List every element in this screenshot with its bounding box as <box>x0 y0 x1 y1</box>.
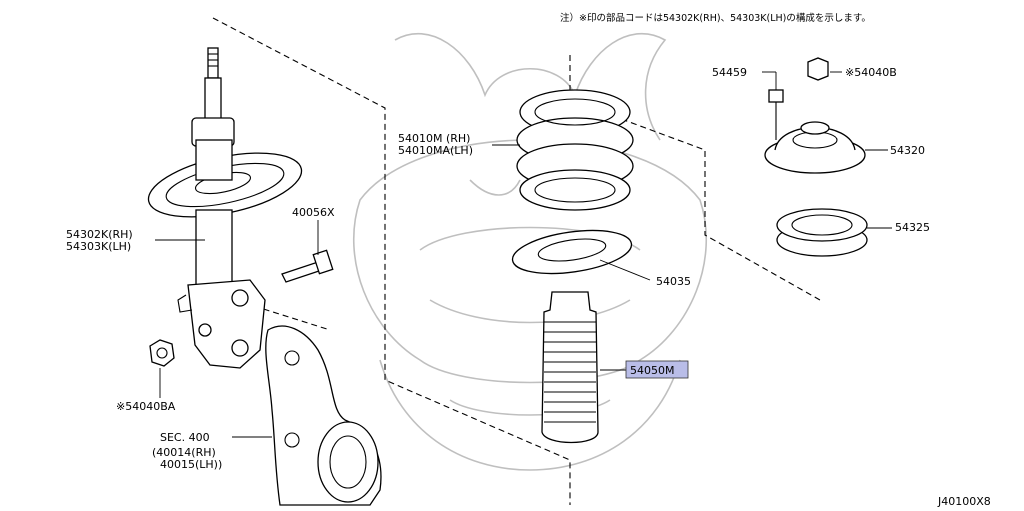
dust-boot <box>541 291 599 444</box>
boot-highlight-box <box>625 360 689 379</box>
label-spring-rh: 54010M (RH) <box>398 132 470 145</box>
leader-lines <box>155 71 892 438</box>
nut-54040ba <box>149 339 175 367</box>
label-seat: 54035 <box>656 275 691 288</box>
label-spring-lh: 54010MA(LH) <box>398 144 473 157</box>
coil-spring <box>516 89 634 211</box>
label-mount: 54320 <box>890 144 925 157</box>
label-knuckle-lh: 40015(LH)) <box>160 458 222 471</box>
label-boot: 54050M <box>630 364 674 377</box>
label-upper-nut: ※54040B <box>845 66 897 79</box>
label-bolt: 40056X <box>292 206 335 219</box>
upper-nut <box>807 57 829 81</box>
label-stud-bolt: 54459 <box>712 66 747 79</box>
stud-bolt <box>768 89 784 140</box>
note-text: 注）※印の部品コードは54302K(RH)、54303K(LH)の構成を示します… <box>560 12 871 24</box>
spring-seat <box>511 229 633 275</box>
label-strut-rh: 54302K(RH) <box>66 228 133 241</box>
label-knuckle-rh: (40014(RH) <box>152 446 216 459</box>
figure-code: J40100X8 <box>937 495 991 508</box>
group-outline <box>212 17 821 505</box>
knuckle <box>265 325 382 506</box>
label-nut: ※54040BA <box>116 400 176 413</box>
upper-mount <box>764 121 866 174</box>
label-bearing: 54325 <box>895 221 930 234</box>
label-sec-400: SEC. 400 <box>160 431 210 444</box>
label-strut-lh: 54303K(LH) <box>66 240 131 253</box>
bolt-40056x <box>281 249 334 283</box>
bearing <box>776 208 868 257</box>
strut-assembly <box>147 47 303 369</box>
